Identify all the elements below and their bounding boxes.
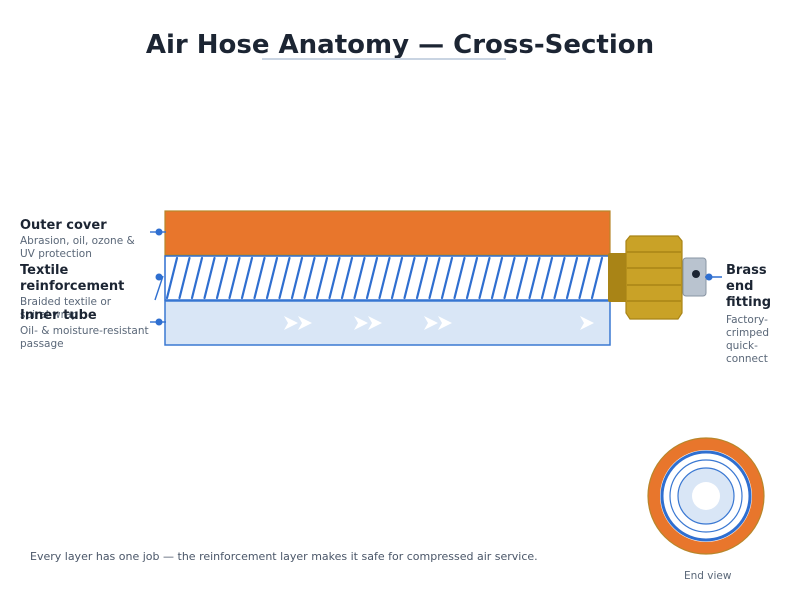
label-inner-tube: Inner tube Oil- & moisture-resistant pas… bbox=[20, 308, 160, 351]
flow-arrow-icon bbox=[368, 316, 382, 330]
flow-arrow-icon bbox=[424, 316, 438, 330]
callout-leaders bbox=[150, 228, 722, 326]
flow-arrow-icon bbox=[284, 316, 298, 330]
callout-dot-icon bbox=[705, 273, 713, 281]
flow-arrow-icon bbox=[580, 316, 594, 330]
braid-strand bbox=[203, 256, 216, 300]
airflow-arrows bbox=[284, 316, 594, 330]
braid-strand bbox=[453, 256, 466, 300]
braid-strand bbox=[528, 256, 541, 300]
braid-strand bbox=[565, 256, 579, 300]
braid-strand bbox=[490, 256, 504, 300]
braid-strand bbox=[540, 256, 554, 300]
braid-strand bbox=[228, 256, 241, 300]
braid-strand bbox=[265, 256, 279, 300]
braid-strand bbox=[465, 256, 479, 300]
label-outer-cover-desc: Abrasion, oil, ozone & UV protection bbox=[20, 235, 135, 260]
braid-strand bbox=[303, 256, 316, 300]
braid-strand bbox=[390, 256, 404, 300]
braid-strand bbox=[365, 256, 379, 300]
brass-fitting-nut bbox=[625, 235, 683, 320]
braid-strand bbox=[165, 256, 179, 300]
label-outer-cover-name: Outer cover bbox=[20, 218, 107, 233]
flow-arrow-icon bbox=[354, 316, 368, 330]
braid-strand bbox=[590, 256, 604, 300]
braid-strand bbox=[253, 256, 266, 300]
end-view-caption: End view bbox=[684, 570, 732, 582]
braid-strand bbox=[478, 256, 491, 300]
outer-cover-layer bbox=[164, 210, 611, 256]
connector-port bbox=[692, 270, 700, 278]
diagram-title: Air Hose Anatomy — Cross-Section bbox=[145, 30, 655, 60]
braid-strand bbox=[315, 256, 329, 300]
braid-strand bbox=[190, 256, 204, 300]
callout-dot-icon bbox=[155, 318, 163, 326]
footnote: Every layer has one job — the reinforcem… bbox=[30, 550, 538, 563]
braid-strand bbox=[290, 256, 304, 300]
reinforcement-braid-hatch bbox=[165, 256, 604, 300]
flow-arrow-icon bbox=[438, 316, 452, 330]
braid-strand bbox=[403, 256, 416, 300]
braid-strand bbox=[440, 256, 454, 300]
inner-tube-layer bbox=[164, 300, 611, 346]
braid-strand bbox=[415, 256, 429, 300]
label-brass-fitting-name: Brass end fitting bbox=[726, 263, 772, 310]
flow-arrow-icon bbox=[298, 316, 312, 330]
brass-fitting-ridges bbox=[627, 251, 681, 302]
label-reinforcement-desc: Braided textile or spiral wrap bbox=[20, 296, 112, 321]
end-view-rings bbox=[647, 437, 765, 555]
braid-strand bbox=[578, 256, 591, 300]
label-reinforcement-name: Textile reinforcement bbox=[20, 263, 125, 294]
label-outer-cover: Outer cover Abrasion, oil, ozone & UV pr… bbox=[20, 218, 150, 261]
braid-strand bbox=[240, 256, 254, 300]
braid-strand bbox=[553, 256, 566, 300]
braid-strand bbox=[503, 256, 516, 300]
callout-dot-icon bbox=[155, 228, 163, 236]
label-reinforcement: Textile reinforcement Braided textile or… bbox=[20, 263, 170, 322]
title-underline bbox=[262, 58, 506, 60]
braid-strand bbox=[515, 256, 529, 300]
label-brass-fitting: Brass end fitting Factory-crimped quick-… bbox=[726, 263, 798, 366]
braid-strand bbox=[215, 256, 229, 300]
braid-strand bbox=[428, 256, 441, 300]
label-inner-tube-name: Inner tube bbox=[20, 308, 97, 323]
crimp-collar bbox=[608, 253, 628, 302]
label-inner-tube-desc: Oil- & moisture-resistant passage bbox=[20, 325, 149, 350]
label-brass-fitting-desc: Factory-crimped quick-connect bbox=[726, 314, 770, 365]
braid-strand bbox=[328, 256, 341, 300]
braid-strand bbox=[178, 256, 191, 300]
callout-dot-icon bbox=[155, 273, 163, 281]
braid-strand bbox=[353, 256, 366, 300]
braid-strand bbox=[340, 256, 354, 300]
braid-strand bbox=[278, 256, 291, 300]
braid-strand bbox=[378, 256, 391, 300]
